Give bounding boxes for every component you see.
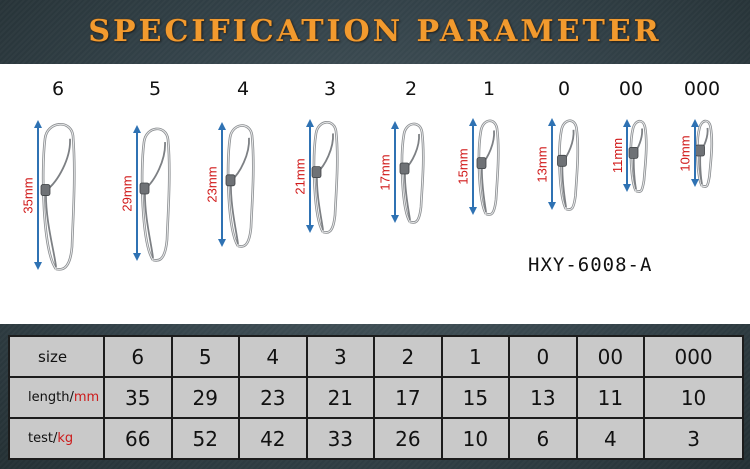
spec-cell: 10 [440,417,511,460]
snap-pin-6 [476,119,500,216]
spec-cell: 29 [170,376,241,419]
snap-pin-2 [139,127,171,262]
snap-pin-4 [311,121,339,234]
spec-cell: 26 [373,417,443,460]
snap-pin-3 [225,124,255,248]
snap-pin-5 [399,122,425,224]
row-unit-text: mm [73,390,100,405]
spec-cell: 35 [103,376,173,419]
product-panel: 6 35mm 5 29mm 4 23mm 3 21mm 2 17mm 1 15mm 0 13mm 00 11m… [0,64,750,324]
spec-row-label: size [8,335,105,378]
spec-cell: 3 [305,335,376,378]
spec-cell: 52 [170,417,241,460]
pin-size-label: 4 [236,78,250,100]
spec-cell: 5 [170,335,241,378]
pin-size-label: 00 [618,78,644,100]
snap-pin-9 [695,119,714,188]
spec-row-label: length/mm [8,376,105,419]
spec-cell: 0 [508,335,578,378]
pin-length-label: 15mm [455,148,471,185]
snap-pin-7 [557,119,580,211]
pin-length-label: 29mm [119,174,135,212]
spec-cell: 10 [643,376,744,419]
spec-cell: 3 [643,417,744,460]
pin-size-label: 1 [482,78,496,100]
spec-cell: 11 [575,376,646,419]
pin-size-label: 5 [148,78,162,100]
spec-cell: 13 [508,376,578,419]
page-title: SPECIFICATION PARAMETER [88,13,662,49]
spec-cell: 17 [373,376,443,419]
spec-cell: 4 [238,335,308,378]
spec-cell: 33 [305,417,376,460]
pin-length-label: 11mm [609,137,625,174]
spec-cell: 6 [508,417,578,460]
spec-cell: 1 [440,335,511,378]
row-unit-text: kg [57,431,74,446]
title-banner: SPECIFICATION PARAMETER [0,0,750,62]
pin-size-label: 2 [404,78,418,100]
spec-row-label: test/kg [8,417,105,460]
row-label-text: size [38,347,68,366]
spec-cell: 6 [103,335,173,378]
model-number: HXY-6008-A [528,254,653,276]
spec-cell: 15 [440,376,511,419]
snap-pin-1 [40,123,76,271]
pin-size-label: 0 [557,78,571,100]
pin-length-label: 21mm [292,157,308,195]
snap-pin-8 [628,119,648,193]
pin-length-label: 13mm [534,145,550,183]
spec-cell: 2 [373,335,443,378]
spec-cell: 42 [238,417,308,460]
spec-cell: 000 [643,335,744,378]
row-label-text: length/ [28,390,74,405]
pin-illustrations [34,118,714,271]
spec-cell: 4 [575,417,646,460]
pin-length-label: 23mm [204,166,220,203]
spec-cell: 23 [238,376,308,419]
spec-cell: 21 [305,376,376,419]
pin-length-label: 10mm [677,134,693,172]
pin-length-label: 17mm [377,153,393,191]
pin-size-label: 6 [51,78,65,100]
pin-size-label: 000 [683,78,721,100]
spec-cell: 66 [103,417,173,460]
pin-size-label: 3 [323,78,337,100]
row-label-text: test/ [28,431,58,446]
pin-length-label: 35mm [20,176,36,214]
spec-cell: 00 [575,335,646,378]
